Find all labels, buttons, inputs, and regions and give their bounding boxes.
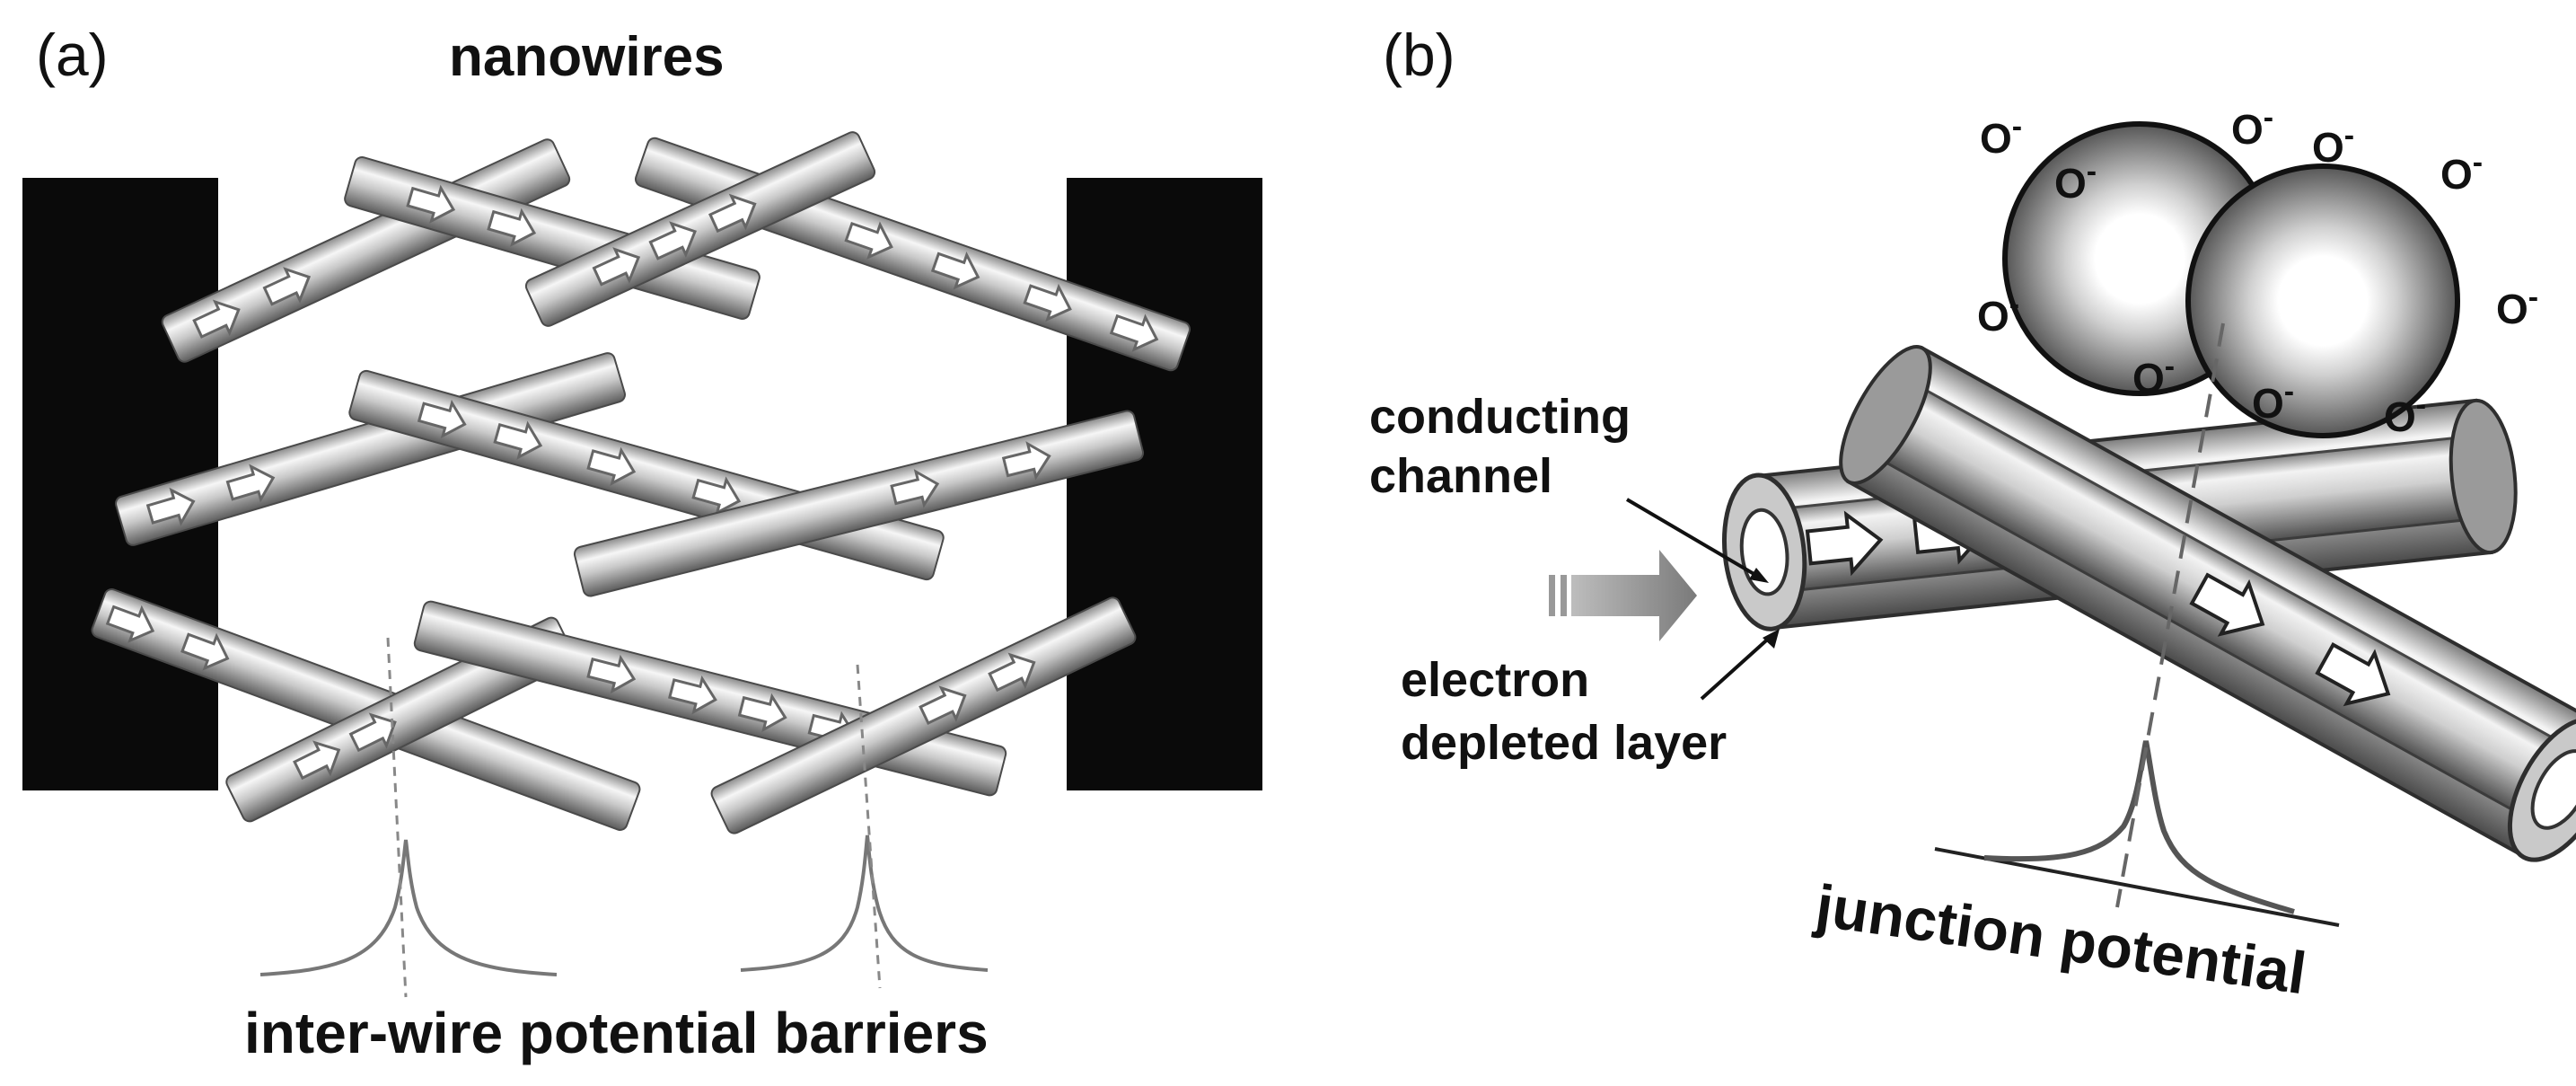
- electron-flow-arrow: [586, 654, 637, 694]
- electron-flow-arrow: [487, 207, 537, 247]
- nanowire: [115, 352, 626, 546]
- oxygen-ion-charge: -: [2264, 101, 2273, 135]
- junction-axis-line: [1934, 847, 2340, 927]
- electron-flow-arrow: [225, 464, 276, 503]
- oxygen-ion: O-: [2440, 146, 2483, 198]
- oxygen-ion-charge: -: [2473, 146, 2483, 180]
- electron-flow-arrow: [192, 299, 241, 339]
- nanowires-label: nanowires: [449, 26, 725, 88]
- barrier-marker-left: [386, 637, 408, 998]
- junction-dashed-line: [2115, 322, 2225, 908]
- electron-label: electron: [1401, 653, 1589, 707]
- electron-flow-arrow: [262, 267, 312, 306]
- oxygen-ion: O-: [2231, 101, 2273, 153]
- channel-pointer: [1625, 498, 1763, 580]
- electron-flow-arrow: [293, 740, 341, 781]
- nanowire: [344, 156, 760, 320]
- electron-flow-arrow: [592, 247, 641, 287]
- nanowire: [573, 410, 1145, 597]
- electron-flow-arrow: [648, 221, 698, 260]
- oxygen-ion: O-: [1980, 110, 2022, 162]
- electron-flow-arrow: [493, 420, 543, 460]
- depleted-pointer-head: [1763, 629, 1780, 649]
- panel-a-label: (a): [36, 22, 109, 88]
- oxygen-ion-charge: -: [2012, 110, 2022, 144]
- incoming-current-arrow: [1549, 550, 1697, 641]
- nanowire-network: [91, 131, 1191, 834]
- channel-label: channel: [1369, 449, 1552, 503]
- panel-a: (a) nanowires inter-wire potential barri…: [22, 22, 1262, 1065]
- electron-flow-arrow: [1023, 283, 1072, 322]
- nanowire: [524, 131, 876, 327]
- electron-flow-arrow: [919, 685, 967, 726]
- oxygen-ion-charge: -: [2165, 349, 2175, 384]
- electron-flow-arrow: [691, 476, 742, 516]
- channel-pointer-head: [1749, 568, 1769, 583]
- electron-flow-arrow: [668, 675, 717, 715]
- electron-flow-arrow: [988, 652, 1036, 693]
- electron-flow-arrow: [737, 693, 787, 733]
- electron-flow-arrow: [406, 184, 456, 224]
- electron-flow-arrow: [105, 605, 155, 643]
- conducting-label: conducting: [1369, 390, 1631, 444]
- junction-potential-curve: [1983, 740, 2295, 914]
- particle-right: [2185, 163, 2460, 438]
- diagonal-nanowire: [1839, 345, 2576, 862]
- electron-flow-arrow: [586, 446, 637, 486]
- barriers-label: inter-wire potential barriers: [244, 1001, 989, 1065]
- oxygen-ion-charge: -: [2087, 155, 2097, 189]
- electron-flow-arrow: [1001, 441, 1051, 481]
- electron-flow-arrow: [1109, 313, 1159, 352]
- oxygen-ion: O-: [2312, 119, 2354, 171]
- electron-flow-arrow: [417, 399, 467, 439]
- electron-flow-arrow: [145, 487, 196, 526]
- electron-flow-arrow: [348, 712, 397, 753]
- oxygen-ion-charge: -: [2009, 287, 2019, 322]
- electron-flow-arrow: [890, 469, 940, 508]
- depleted-pointer: [1700, 632, 1775, 701]
- electron-flow-arrow: [844, 221, 893, 260]
- oxygen-ion-charge: -: [2284, 375, 2294, 409]
- oxygen-ion: O-: [1977, 287, 2019, 340]
- depleted-layer-label: depleted layer: [1401, 716, 1727, 770]
- oxygen-ion-charge: -: [2344, 119, 2354, 153]
- oxygen-ion: O-: [2132, 349, 2175, 402]
- barrier-marker-right: [856, 664, 882, 989]
- oxygen-ion: O-: [2496, 280, 2538, 332]
- right-electrode: [1067, 178, 1262, 790]
- electron-flow-arrow: [930, 252, 980, 290]
- oxygen-ion-charge: -: [2528, 280, 2538, 314]
- panel-b-label: (b): [1383, 22, 1455, 88]
- barrier-curve-left: [259, 839, 558, 976]
- panel-b: (b): [1369, 22, 2576, 1006]
- oxygen-ion-charge: -: [2416, 388, 2426, 422]
- barrier-curve-right: [740, 834, 989, 972]
- electron-flow-arrow: [708, 193, 757, 234]
- electron-flow-arrow: [180, 632, 230, 671]
- nanowire: [710, 596, 1137, 834]
